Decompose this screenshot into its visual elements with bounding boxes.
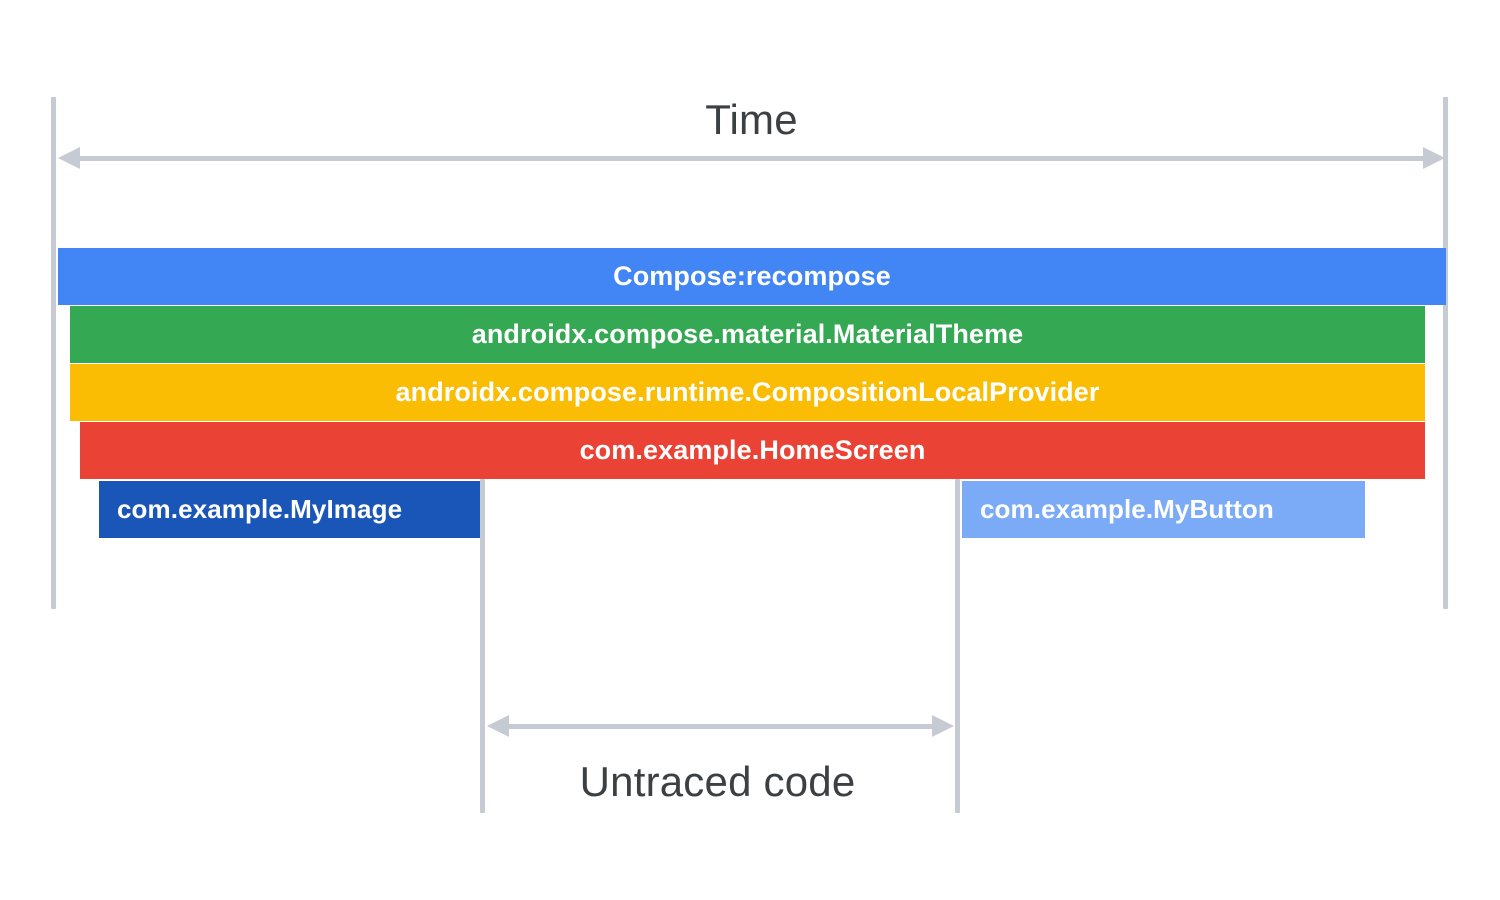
trace-bar-composition-local-provider[interactable]: androidx.compose.runtime.CompositionLoca… xyxy=(70,364,1425,421)
timeline-start-rule xyxy=(51,97,56,609)
untraced-start-rule xyxy=(480,479,485,813)
time-axis-label: Time xyxy=(705,96,798,143)
time-arrow-shaft xyxy=(80,155,1423,161)
untraced-arrow-head-right xyxy=(932,715,954,737)
trace-bar-my-button[interactable]: com.example.MyButton xyxy=(962,481,1365,538)
trace-bar-label: androidx.compose.runtime.CompositionLoca… xyxy=(395,377,1100,407)
untraced-arrow-head-left xyxy=(487,715,509,737)
trace-bar-label: com.example.MyButton xyxy=(980,494,1274,524)
time-axis-arrow xyxy=(58,147,1445,169)
trace-bar-material-theme[interactable]: androidx.compose.material.MaterialTheme xyxy=(70,306,1425,363)
trace-bar-home-screen[interactable]: com.example.HomeScreen xyxy=(80,422,1425,479)
trace-bar-label: com.example.HomeScreen xyxy=(579,435,926,465)
untraced-end-rule xyxy=(955,479,960,813)
trace-bar-label: androidx.compose.material.MaterialTheme xyxy=(471,319,1024,349)
trace-bar-label: Compose:recompose xyxy=(613,261,891,291)
trace-bar-compose-recompose[interactable]: Compose:recompose xyxy=(58,248,1446,305)
trace-bar-my-image[interactable]: com.example.MyImage xyxy=(99,481,483,538)
trace-bar-label: com.example.MyImage xyxy=(117,494,403,524)
untraced-code-label: Untraced code xyxy=(579,758,856,805)
time-arrow-head-left xyxy=(58,147,80,169)
untraced-arrow-shaft xyxy=(509,723,932,729)
time-arrow-head-right xyxy=(1423,147,1445,169)
timeline-end-rule xyxy=(1443,97,1448,609)
untraced-code-arrow xyxy=(487,715,954,737)
